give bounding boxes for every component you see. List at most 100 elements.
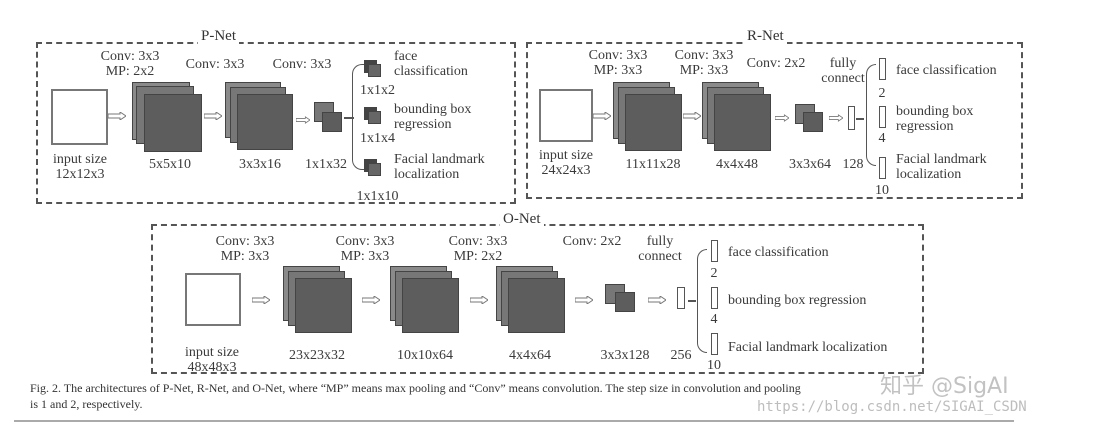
op-line: MP: 2x2 [105,64,155,79]
rnet-fc-size: 128 [842,157,864,172]
onet-out-size-1: 2 [710,266,718,281]
onet-out-label-2: bounding box regression [728,293,867,308]
out-line: regression [394,117,452,132]
rnet-out-label-2: bounding box regression [896,104,973,134]
rnet-out-label-3: Facial landmark localization [896,152,987,182]
caption-divider [14,420,1014,422]
arrow-icon [683,112,701,120]
onet-size-4: 3x3x128 [600,348,650,363]
rnet-fc-label: fully connect [808,56,878,86]
onet-input-box [185,273,241,326]
out-line: bounding box [896,104,974,119]
pnet-layer2-op: Conv: 3x3 [185,57,245,72]
op-line: MP: 2x2 [453,249,503,264]
rnet-out-size-1: 2 [878,86,886,101]
rnet-layer3-op: Conv: 2x2 [746,56,806,71]
rnet-out-bar-1 [879,58,886,80]
onet-brace [697,249,707,353]
watermark-logo: 知乎 @SigAI [880,374,1009,399]
pnet-out-size-2: 1x1x4 [360,131,395,146]
onet-layer3-op: Conv: 3x3 MP: 2x2 [428,234,528,264]
onet-out-size-3: 10 [707,358,721,373]
onet-out-bar-3 [711,333,718,355]
rnet-size-1: 11x11x28 [625,157,681,172]
onet-cube-3x3x128 [605,284,637,314]
onet-connector [688,300,696,302]
out-line: bounding box [394,102,472,117]
onet-cube-10x10x64 [390,266,460,334]
onet-layer4-op: Conv: 2x2 [562,234,622,249]
arrow-icon [648,296,666,304]
figure-caption-line1: Fig. 2. The architectures of P-Net, R-Ne… [30,381,801,395]
pnet-cube-3x3x16 [225,82,295,152]
figure-caption-line2: is 1 and 2, respectively. [30,397,143,411]
onet-size-3: 4x4x64 [509,348,551,363]
arrow-icon [593,112,611,120]
pnet-out-size-1: 1x1x2 [360,83,395,98]
onet-layer2-op: Conv: 3x3 MP: 3x3 [315,234,415,264]
pnet-out-label-3: Facial landmark localization [394,152,485,182]
onet-size-2: 10x10x64 [397,348,453,363]
onet-out-size-2: 4 [710,312,718,327]
onet-out-bar-1 [711,240,718,262]
pnet-size-3: 1x1x32 [305,157,347,172]
rnet-title: R-Net [744,28,787,44]
onet-layer1-op: Conv: 3x3 MP: 3x3 [195,234,295,264]
op-line: Conv: 3x3 [674,48,734,63]
rnet-out-bar-3 [879,157,886,179]
out-line: localization [394,167,460,182]
pnet-title: P-Net [198,28,239,44]
watermark-url: https://blog.csdn.net/SIGAI_CSDN [757,399,1027,415]
input-line: 12x12x3 [55,167,105,182]
op-line: MP: 3x3 [220,249,270,264]
fc-line: fully [646,234,674,249]
onet-fc-bar [677,287,685,309]
out-line: localization [896,167,962,182]
rnet-input-box [539,89,593,142]
onet-out-label-1: face classification [728,245,829,260]
rnet-cube-4x4x48 [702,82,772,152]
rnet-fc-bar [848,106,855,130]
onet-out-label-3: Facial landmark localization [728,340,888,355]
op-line: Conv: 3x3 [588,48,648,63]
input-line: input size [184,345,240,360]
input-line: 24x24x3 [541,163,591,178]
arrow-icon [575,296,593,304]
pnet-cube-5x5x10 [132,82,202,152]
rnet-out-label-1: face classification [896,63,997,78]
rnet-out-bar-2 [879,106,886,128]
pnet-out-label-1: face classification [394,49,468,79]
rnet-size-2: 4x4x48 [716,157,758,172]
onet-title: O-Net [500,211,544,227]
pnet-out-cube-2 [364,107,382,125]
rnet-brace [866,64,876,166]
pnet-frame [36,42,516,204]
onet-size-1: 23x23x32 [289,348,345,363]
rnet-cube-11x11x28 [613,82,683,152]
pnet-size-2: 3x3x16 [239,157,281,172]
onet-cube-23x23x32 [283,266,353,334]
arrow-icon [775,114,789,122]
arrow-icon [362,296,380,304]
onet-out-bar-2 [711,287,718,309]
rnet-out-size-2: 4 [878,131,886,146]
rnet-layer1-op: Conv: 3x3 MP: 3x3 [568,48,668,78]
pnet-layer1-op: Conv: 3x3 MP: 2x2 [80,49,180,79]
pnet-input-box [51,89,108,145]
out-line: face [394,49,418,64]
rnet-input-label: input size 24x24x3 [526,148,606,178]
arrow-icon [296,116,310,124]
op-line: MP: 3x3 [679,63,729,78]
rnet-connector [856,118,864,120]
pnet-connector [344,117,354,119]
arrow-icon [204,112,222,120]
op-line: Conv: 3x3 [335,234,395,249]
fc-line: connect [821,71,865,86]
pnet-out-cube-1 [364,60,382,78]
rnet-size-3: 3x3x64 [789,157,831,172]
out-line: classification [394,64,468,79]
op-line: Conv: 3x3 [448,234,508,249]
rnet-cube-3x3x64 [795,104,825,134]
op-line: MP: 3x3 [593,63,643,78]
onet-fc-label: fully connect [625,234,695,264]
